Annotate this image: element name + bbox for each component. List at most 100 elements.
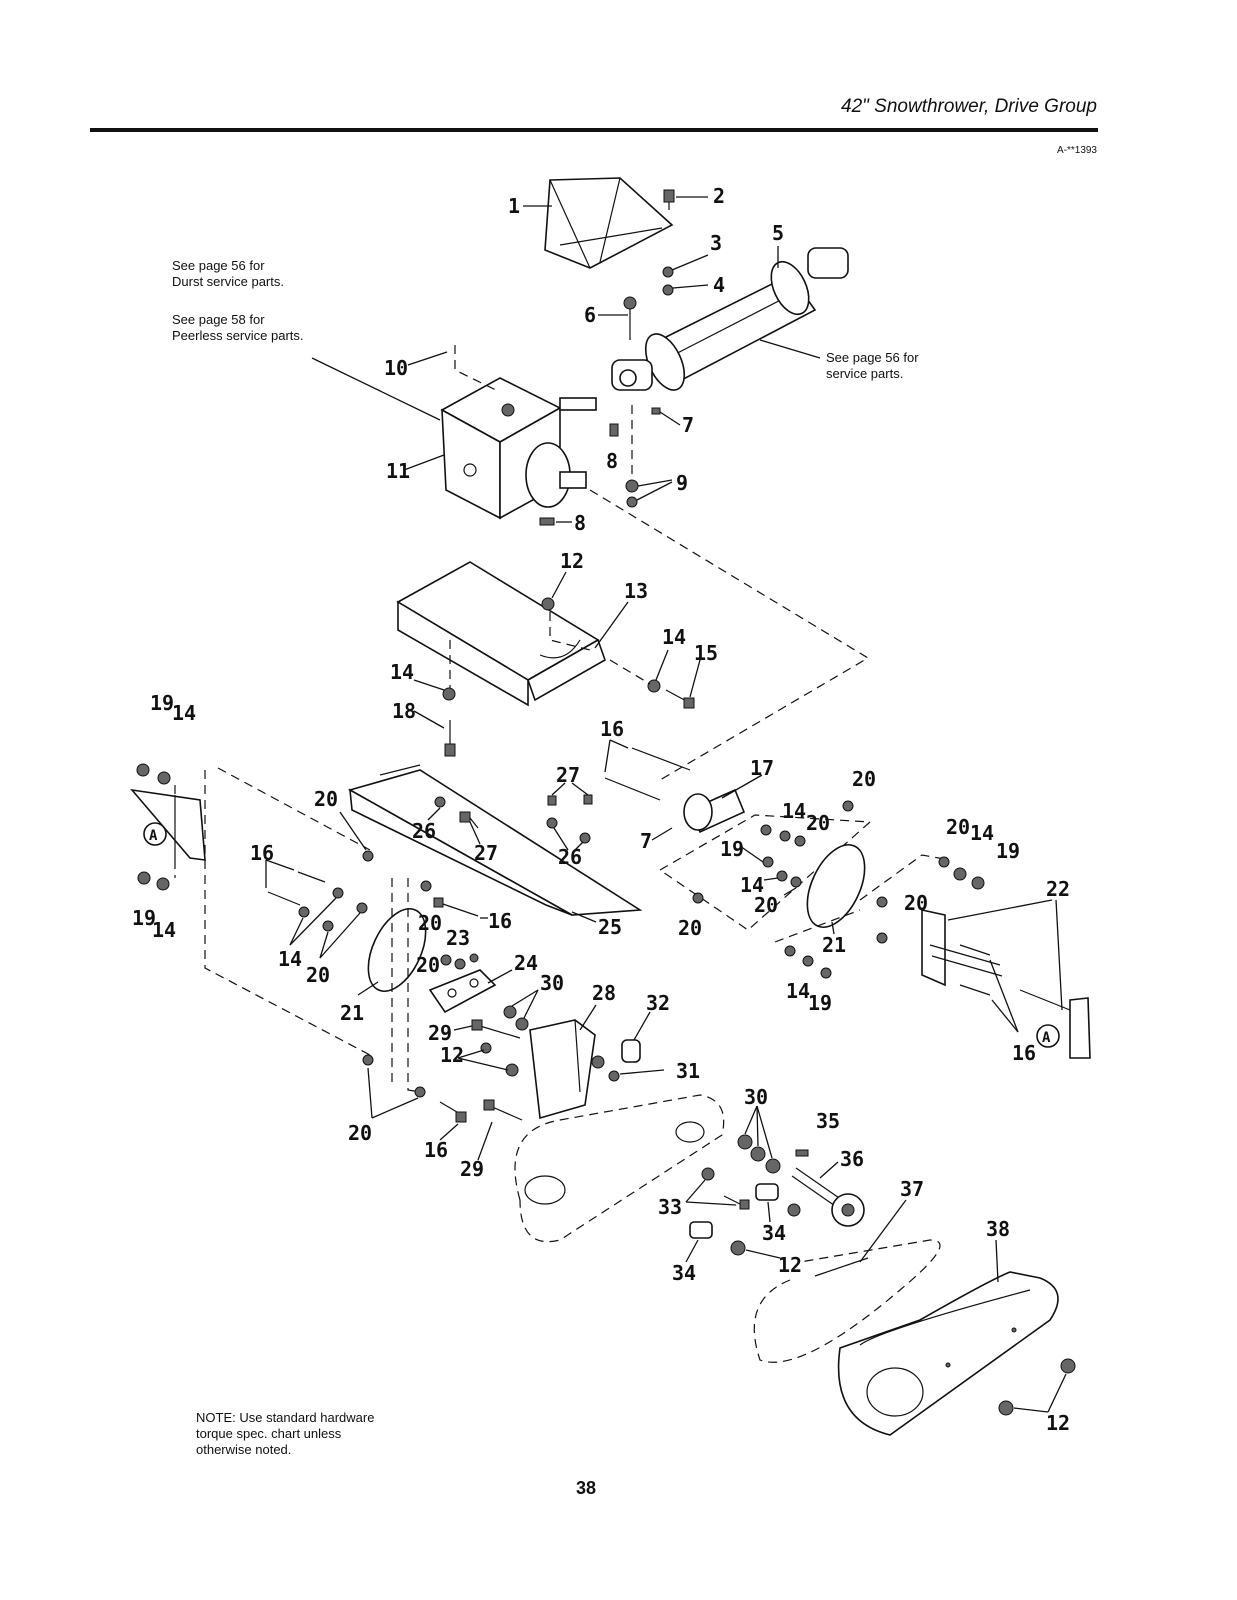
callout-8-lower: 8 <box>574 511 586 535</box>
part-27-bolt <box>459 811 479 829</box>
header-rule <box>90 128 1098 132</box>
part-15-bolt <box>665 689 695 709</box>
callout-14-e: 14 <box>278 947 302 971</box>
part-27b-bolts <box>547 794 593 806</box>
part-12-nut <box>541 597 555 611</box>
callout-12-b: 12 <box>440 1043 464 1067</box>
part-11-gearbox <box>440 377 597 520</box>
callout-14-d: 14 <box>152 918 176 942</box>
callout-32: 32 <box>646 991 670 1015</box>
callout-16-d: 16 <box>424 1138 448 1162</box>
part-38-chain-cover <box>837 1271 1059 1436</box>
callout-30-a: 30 <box>540 971 564 995</box>
callout-20-i: 20 <box>678 916 702 940</box>
note-hardware: NOTE: Use standard hardware torque spec.… <box>196 1410 375 1457</box>
callout-20-f: 20 <box>852 767 876 791</box>
callout-10: 10 <box>384 356 408 380</box>
callout-34-b: 34 <box>672 1261 696 1285</box>
part-17-bearing <box>683 788 746 834</box>
part-5-driveshaft <box>611 247 849 391</box>
part-16-bolts <box>604 747 691 801</box>
part-9-nut <box>625 479 639 493</box>
callout-14-f: 14 <box>782 799 806 823</box>
callout-20-d: 20 <box>416 953 440 977</box>
left-bracket <box>130 788 206 861</box>
callout-12-c: 12 <box>778 1253 802 1277</box>
page-number: 38 <box>576 1478 597 1498</box>
callout-12-a: 12 <box>560 549 584 573</box>
part-6-bolt <box>623 296 637 340</box>
callout-27-a: 27 <box>474 841 498 865</box>
chain-case-back <box>514 1094 725 1243</box>
callout-7-upper: 7 <box>682 413 694 437</box>
callout-26-b: 26 <box>558 845 582 869</box>
part-35-key <box>795 1149 809 1157</box>
callout-19-a: 19 <box>150 691 174 715</box>
callout-19-d: 19 <box>996 839 1020 863</box>
callout-37: 37 <box>900 1177 924 1201</box>
callout-24: 24 <box>514 951 538 975</box>
part-7-key <box>651 407 661 415</box>
part-29-bolt <box>471 1019 521 1039</box>
callout-18: 18 <box>392 699 416 723</box>
callout-38: 38 <box>986 1217 1010 1241</box>
part-24-bracket <box>428 969 497 1014</box>
callout-14-h: 14 <box>970 821 994 845</box>
callout-6: 6 <box>584 303 596 327</box>
callout-28: 28 <box>592 981 616 1005</box>
part-32-bushing <box>621 1039 641 1063</box>
callout-16-a: 16 <box>600 717 624 741</box>
callout-11: 11 <box>386 459 410 483</box>
callout-1: 1 <box>508 194 520 218</box>
part-16b-bolt <box>433 897 479 917</box>
callout-20-k: 20 <box>904 891 928 915</box>
callout-30-b: 30 <box>744 1085 768 1109</box>
part-14b-washer <box>442 687 456 701</box>
callout-14-g: 14 <box>740 873 764 897</box>
figure-code: A-**1393 <box>1056 145 1097 156</box>
callout-4: 4 <box>713 273 725 297</box>
callout-16-b: 16 <box>250 841 274 865</box>
callout-26-a: 26 <box>412 819 436 843</box>
part-16-left-bolts <box>267 871 326 906</box>
part-13-mount-plate <box>396 561 606 707</box>
part-2-bolt <box>663 189 675 210</box>
part-25-plate <box>347 764 643 916</box>
part-21-plate-right <box>806 844 866 928</box>
part-8-key <box>609 423 619 437</box>
callout-19-e: 19 <box>808 991 832 1015</box>
callout-3: 3 <box>710 231 722 255</box>
callout-27-b: 27 <box>556 763 580 787</box>
callout-20-j: 20 <box>946 815 970 839</box>
callout-8-upper: 8 <box>606 449 618 473</box>
callout-21-left: 21 <box>340 1001 364 1025</box>
part-8b-key <box>539 517 555 526</box>
part-34b-spacer <box>689 1221 713 1239</box>
part-21-plate-left <box>367 908 427 992</box>
part-23-pin <box>469 953 479 963</box>
callout-19-b: 19 <box>132 906 156 930</box>
reference-a-right-label: A <box>1042 1030 1051 1046</box>
callout-29-a: 29 <box>428 1021 452 1045</box>
callout-20-c: 20 <box>418 911 442 935</box>
callout-2: 2 <box>713 184 725 208</box>
part-3-washer <box>662 266 674 278</box>
part-14-washer <box>647 679 661 693</box>
callout-34-a: 34 <box>762 1221 786 1245</box>
part-26-washer <box>434 796 446 808</box>
part-29b-bolt <box>483 1099 523 1121</box>
callout-23: 23 <box>446 926 470 950</box>
callout-7-lower: 7 <box>640 829 652 853</box>
callout-20-b: 20 <box>306 963 330 987</box>
callout-14-i: 14 <box>786 979 810 1003</box>
callout-25: 25 <box>598 915 622 939</box>
callout-14-c: 14 <box>172 701 196 725</box>
callout-9: 9 <box>676 471 688 495</box>
callout-13: 13 <box>624 579 648 603</box>
callout-16-c: 16 <box>488 909 512 933</box>
callout-31: 31 <box>676 1059 700 1083</box>
callout-33: 33 <box>658 1195 682 1219</box>
note-durst: See page 56 for Durst service parts. <box>172 258 284 289</box>
callout-14-a: 14 <box>662 625 686 649</box>
callout-22: 22 <box>1046 877 1070 901</box>
